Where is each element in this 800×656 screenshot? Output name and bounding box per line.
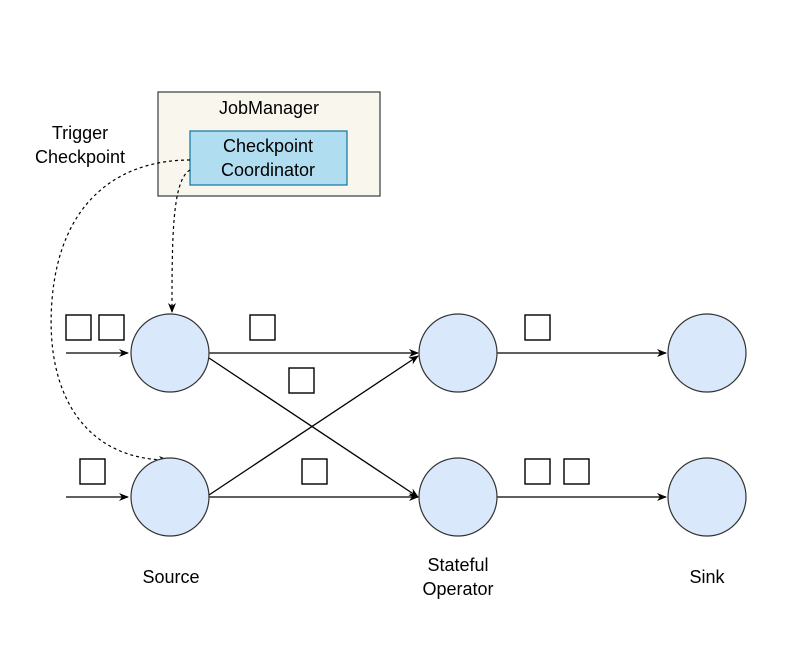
- sink-node-1: [667, 313, 747, 393]
- record-token: [301, 458, 328, 485]
- record-token: [524, 314, 551, 341]
- operator-node-2: [418, 457, 498, 537]
- record-token: [288, 367, 315, 394]
- trigger-arrow-to-top-source: [168, 169, 191, 313]
- checkpoint-coordinator: Checkpoint Coordinator: [189, 130, 348, 186]
- record-token: [563, 458, 590, 485]
- trigger-label-line1: Trigger: [52, 123, 108, 143]
- edge-source2-operator1: [208, 355, 419, 496]
- source-node-1: [130, 313, 210, 393]
- jobmanager-title: JobManager: [219, 98, 319, 118]
- trigger-label-line2: Checkpoint: [35, 147, 125, 167]
- operator-label-line2: Operator: [422, 579, 493, 599]
- sink-label: Sink: [689, 567, 725, 587]
- source-label: Source: [142, 567, 199, 587]
- record-token: [79, 458, 106, 485]
- record-token: [98, 314, 125, 341]
- coordinator-label-line2: Coordinator: [221, 160, 315, 180]
- record-token: [249, 314, 276, 341]
- edge-source1-operator2: [208, 357, 419, 498]
- coordinator-label-line1: Checkpoint: [223, 136, 313, 156]
- record-token: [65, 314, 92, 341]
- source-node-2: [130, 457, 210, 537]
- trigger-arrow-to-bottom-source: [50, 159, 191, 464]
- operator-node-1: [418, 313, 498, 393]
- record-token: [524, 458, 551, 485]
- operator-label-line1: Stateful: [427, 555, 488, 575]
- sink-node-2: [667, 457, 747, 537]
